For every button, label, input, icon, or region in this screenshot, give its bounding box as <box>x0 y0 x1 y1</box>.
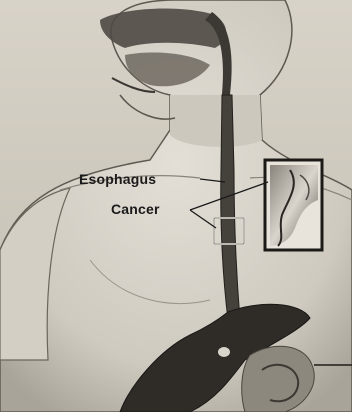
cancer-label: Cancer <box>111 201 160 217</box>
stomach-highlight <box>218 347 230 357</box>
esophagus-label: Esophagus <box>79 171 156 187</box>
neck <box>170 95 262 147</box>
nasal-cavity <box>100 9 226 48</box>
